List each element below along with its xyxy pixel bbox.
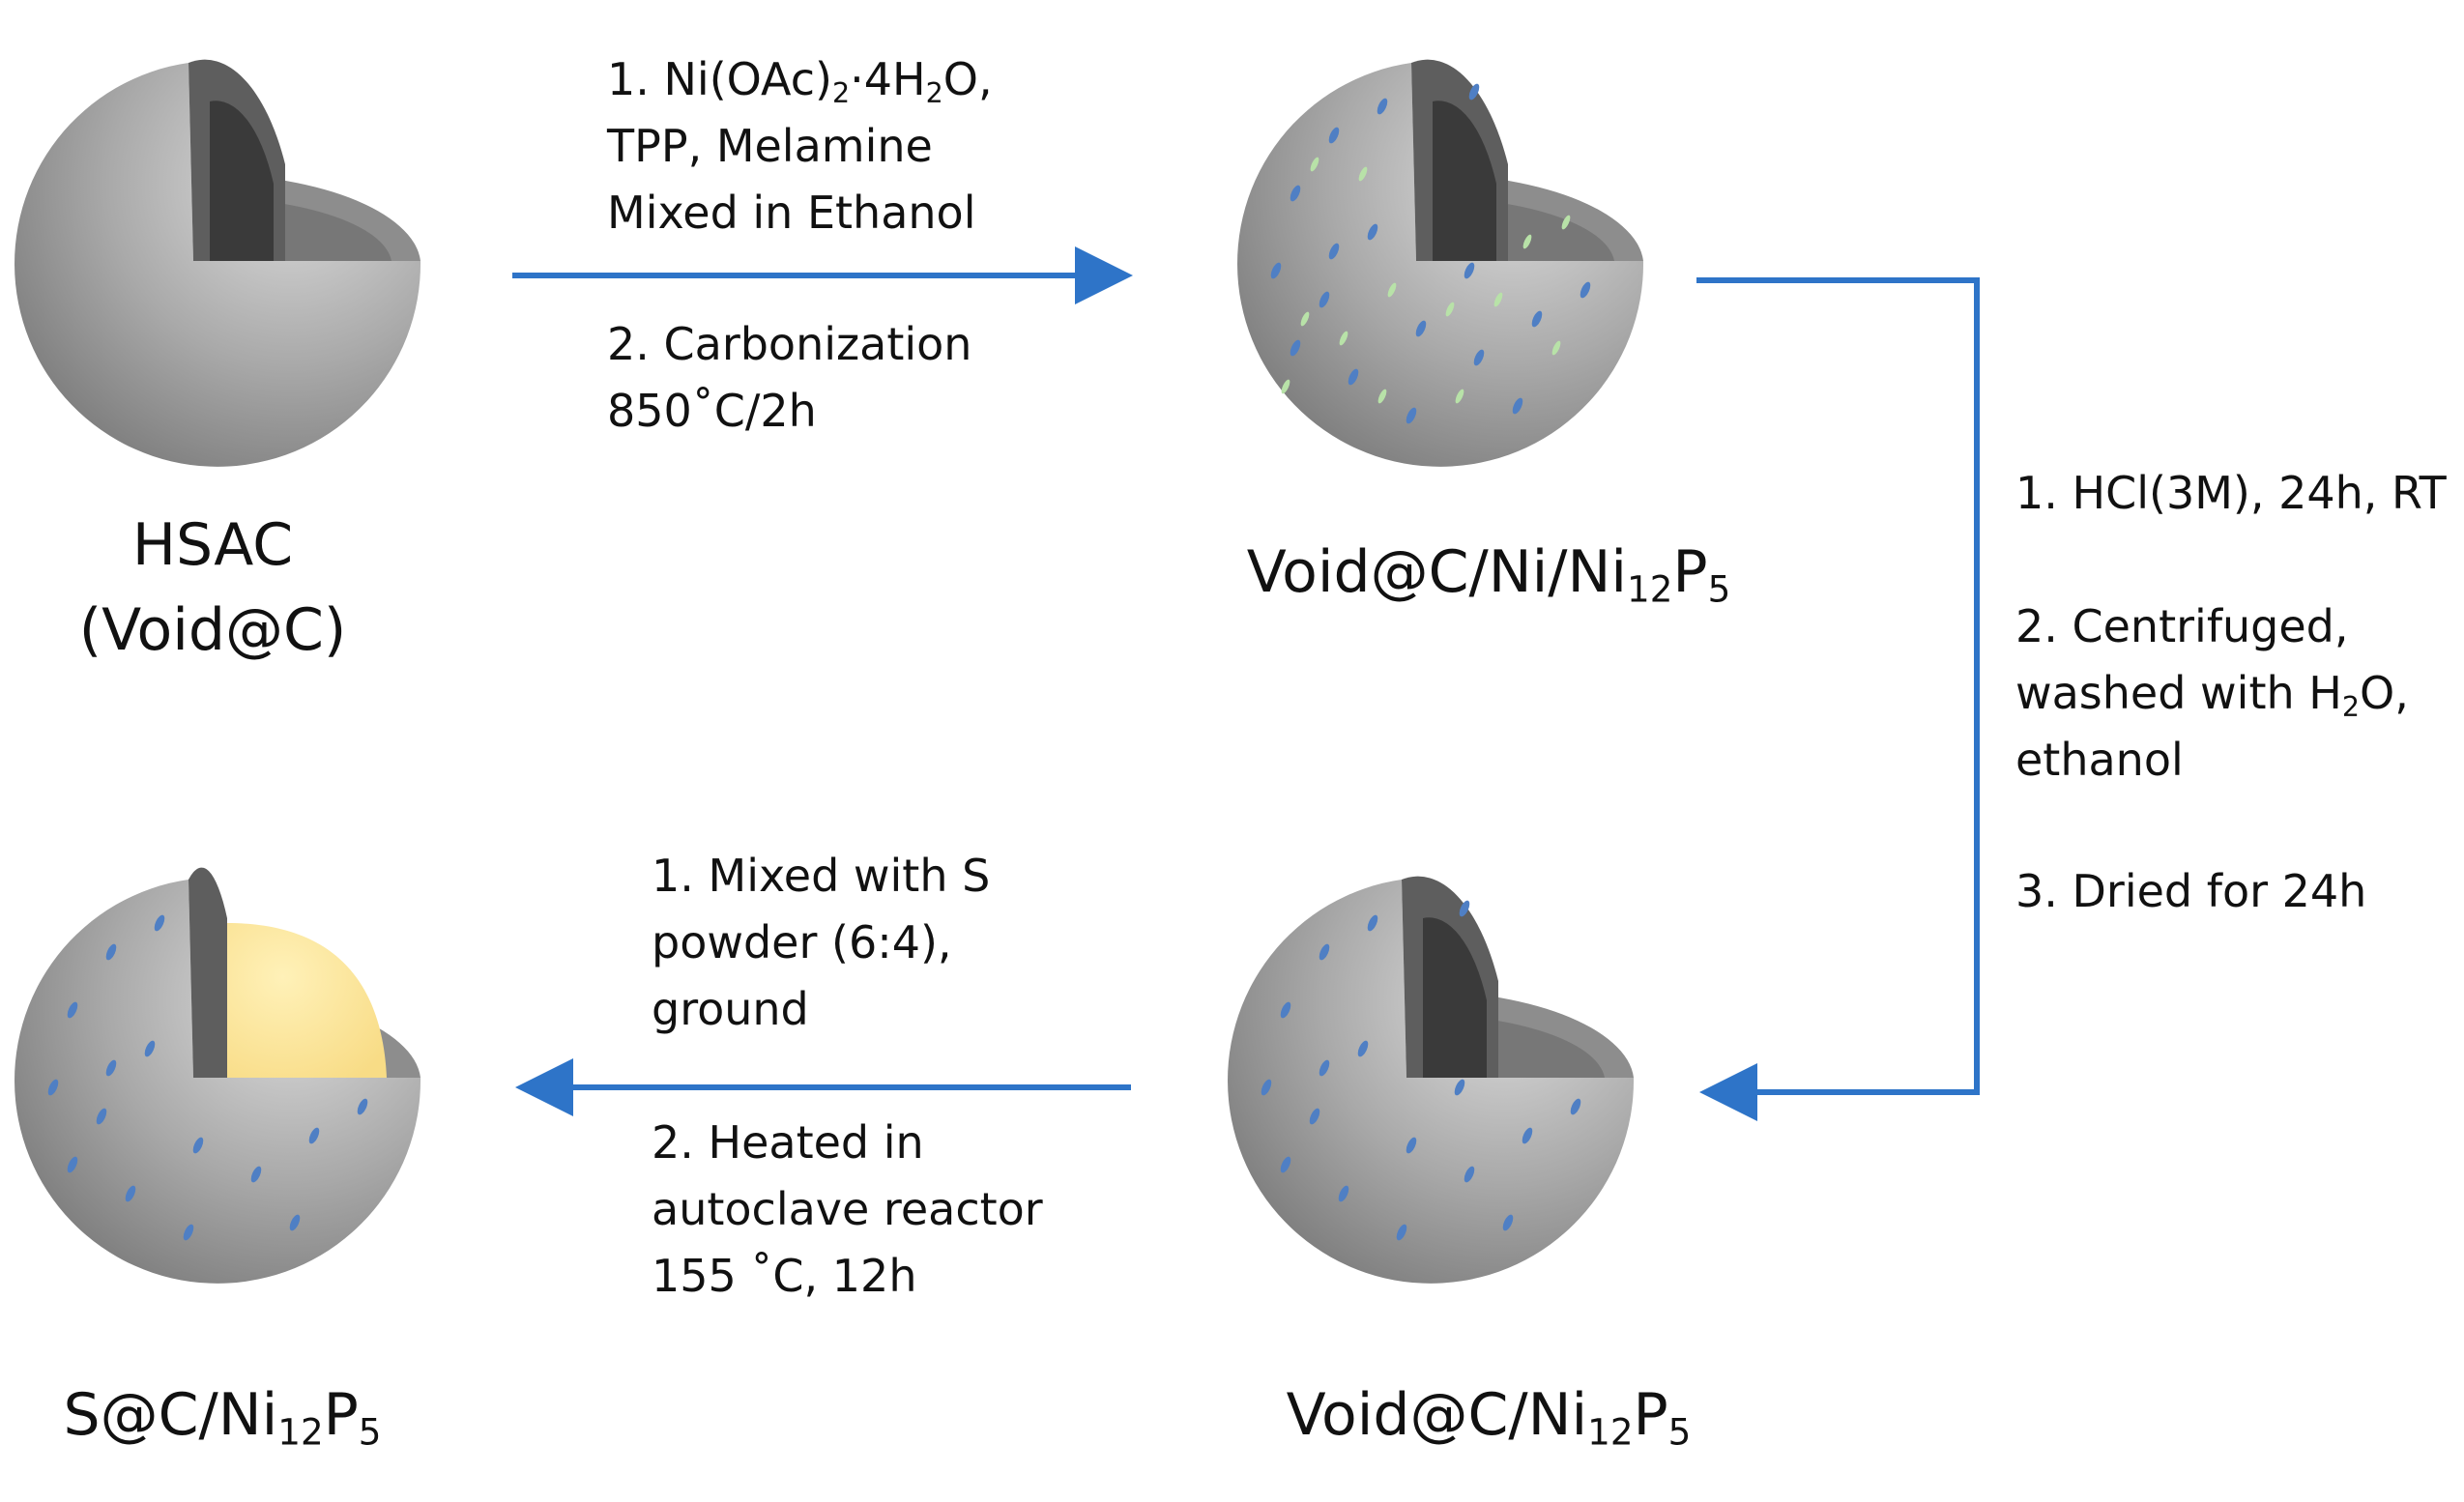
steps-top-line2: TPP, Melamine [607, 120, 933, 172]
label-s-c-ni12p5-sub2: 5 [358, 1410, 382, 1454]
label-s-c-ni12p5: S@C/Ni12P5 [39, 1372, 406, 1458]
steps-top: 1. Ni(OAc)2·4H2O, TPP, Melamine Mixed in… [607, 46, 993, 246]
steps-top-line5: 850˚C/2h [607, 385, 817, 437]
sphere-hsac [14, 59, 421, 467]
steps-top-l1-mid: ·4H [850, 53, 926, 105]
label-s-c-ni12p5-mid: P [323, 1381, 359, 1449]
steps-right-line4: ethanol [2015, 734, 2184, 786]
steps-bottom: 1. Mixed with S powder (6:4), ground [652, 843, 990, 1043]
steps-top-line3: Mixed in Ethanol [607, 187, 976, 239]
steps-top-line1: 1. Ni(OAc)2·4H2O, [607, 46, 993, 113]
label-void-c-ni-ni12p5-sub1: 12 [1627, 567, 1673, 611]
steps-bottom-line2: powder (6:4), [652, 916, 952, 968]
ni12p5-dots [47, 914, 368, 1241]
steps-right-l3-pre: washed with H [2015, 667, 2342, 719]
steps-right-dry: 3. Dried for 24h [2015, 858, 2366, 925]
label-void-c-ni12p5-pre: Void@C/Ni [1286, 1381, 1588, 1449]
ni-dots [1281, 157, 1571, 404]
label-s-c-ni12p5-pre: S@C/Ni [63, 1381, 278, 1449]
steps-top-l1-sub1: 2 [831, 76, 851, 109]
steps-right-line3: washed with H2O, [2015, 660, 2409, 727]
label-void-c-ni12p5-sub1: 12 [1587, 1410, 1634, 1454]
label-void-c-ni-ni12p5-mid: P [1672, 538, 1708, 606]
label-void-c-ni-ni12p5-pre: Void@C/Ni/Ni [1246, 538, 1628, 606]
steps-bottom-line5: autoclave reactor [652, 1183, 1043, 1235]
steps-bottom-heat: 2. Heated in autoclave reactor 155 ˚C, 1… [652, 1110, 1043, 1310]
steps-bottom-line3: ground [652, 983, 809, 1035]
label-void-c-ni12p5: Void@C/Ni12P5 [1228, 1372, 1750, 1458]
steps-bottom-line6: 155 ˚C, 12h [652, 1250, 917, 1302]
arrow-acid-wash [1696, 277, 1980, 1121]
sphere-void-c-ni12p5 [1228, 876, 1635, 1284]
sphere-void-c-ni-ni12p5 [1237, 59, 1644, 467]
label-hsac-line1: HSAC [131, 511, 294, 579]
ni12p5-dots [1261, 900, 1581, 1241]
steps-right-line5: 3. Dried for 24h [2015, 865, 2367, 917]
steps-bottom-line4: 2. Heated in [652, 1116, 924, 1169]
steps-right-wash: 2. Centrifuged, washed with H2O, ethanol [2015, 593, 2409, 794]
steps-right: 1. HCl(3M), 24h, RT [2015, 460, 2447, 527]
steps-top-l1-pre: 1. Ni(OAc) [607, 53, 832, 105]
sulfur-core [227, 923, 387, 1078]
sphere-s-c-ni12p5 [14, 867, 421, 1284]
label-hsac-line2: (Void@C) [78, 596, 347, 664]
steps-right-l3-sub: 2 [2341, 690, 2361, 723]
steps-top-l1-sub2: 2 [925, 76, 943, 109]
label-hsac: HSAC (Void@C) [58, 503, 367, 673]
steps-top-l1-post: O, [942, 53, 993, 105]
ni12p5-dots [1270, 83, 1591, 424]
steps-right-line1: 1. HCl(3M), 24h, RT [2015, 467, 2447, 519]
steps-right-line2: 2. Centrifuged, [2015, 600, 2349, 652]
label-void-c-ni12p5-mid: P [1633, 1381, 1668, 1449]
label-s-c-ni12p5-sub1: 12 [277, 1410, 324, 1454]
label-void-c-ni-ni12p5: Void@C/Ni/Ni12P5 [1199, 530, 1779, 615]
steps-bottom-line1: 1. Mixed with S [652, 850, 991, 902]
label-void-c-ni-ni12p5-sub2: 5 [1707, 567, 1731, 611]
label-void-c-ni12p5-sub2: 5 [1667, 1410, 1692, 1454]
steps-right-l3-post: O, [2360, 667, 2409, 719]
steps-top-line4: 2. Carbonization [607, 318, 972, 370]
steps-top-carbonization: 2. Carbonization 850˚C/2h [607, 311, 971, 445]
